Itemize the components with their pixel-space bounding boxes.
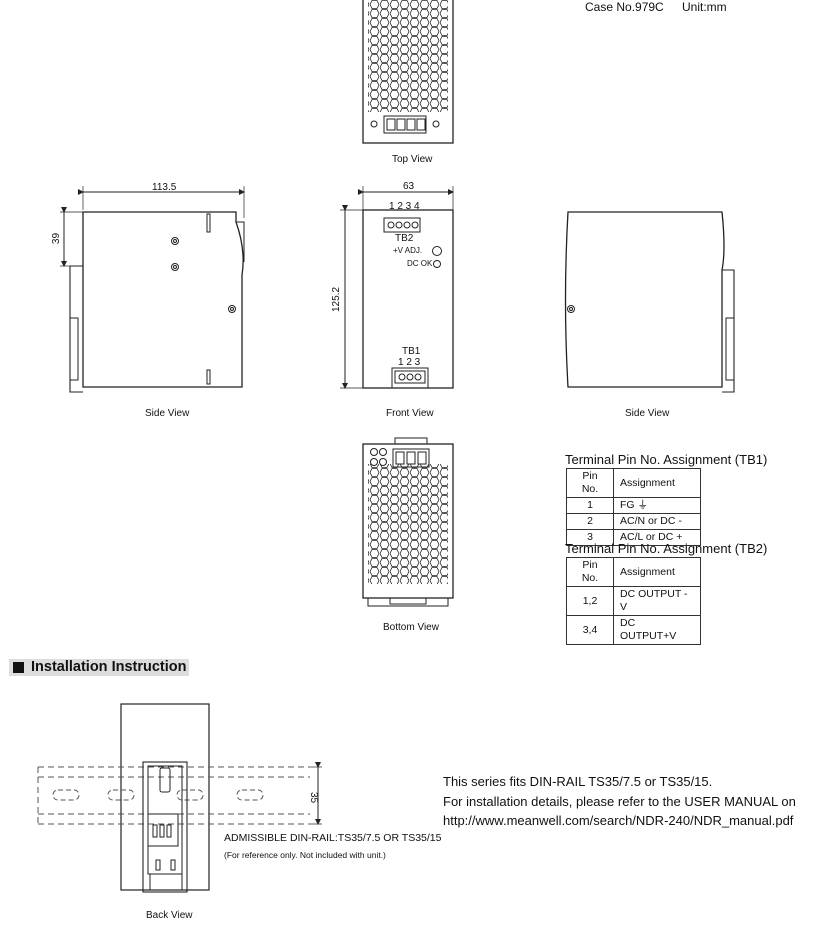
assignment-cell: DC OUTPUT+V <box>613 615 701 645</box>
dimension-height: 125.2 <box>331 286 343 313</box>
pin-cell: 1,2 <box>566 586 614 616</box>
table-row: 1,2 DC OUTPUT -V <box>566 586 701 616</box>
description-line: For installation details, please refer t… <box>443 793 796 809</box>
square-bullet-icon <box>13 662 24 673</box>
assignment-cell: AC/L or DC + <box>613 529 701 546</box>
table-row: 3,4 DC OUTPUT+V <box>566 615 701 645</box>
tb1-label: TB1 <box>402 346 421 357</box>
dc-ok-label: DC OK <box>407 259 433 268</box>
tb1-pin-numbers: 1 2 3 <box>398 357 421 368</box>
table-header-row: Pin No. Assignment <box>566 557 701 587</box>
tb2-table-title: Terminal Pin No. Assignment (TB2) <box>565 541 768 556</box>
side-view-right-caption: Side View <box>625 408 670 419</box>
table-row: 3 AC/L or DC + <box>566 529 701 546</box>
pin-cell: 3,4 <box>566 615 614 645</box>
tb2-pin-numbers: 1 2 3 4 <box>389 201 420 212</box>
bottom-view <box>362 437 454 607</box>
rail-subnote: (For reference only. Not included with u… <box>224 850 386 860</box>
mechanical-drawing <box>60 0 735 607</box>
assignment-cell: AC/N or DC - <box>613 513 701 530</box>
table-header-row: Pin No. Assignment <box>566 468 701 498</box>
dimension-width: 63 <box>403 181 415 192</box>
pin-cell: 1 <box>566 497 614 514</box>
side-view-right <box>564 211 735 393</box>
dimension-depth: 113.5 <box>152 182 177 193</box>
table-row: 2 AC/N or DC - <box>566 513 701 530</box>
installation-section-bar: Installation Instruction <box>9 659 189 676</box>
installation-description: This series fits DIN-RAIL TS35/7.5 or TS… <box>443 772 796 831</box>
assignment-cell: DC OUTPUT -V <box>613 586 701 616</box>
tb1-table-title: Terminal Pin No. Assignment (TB1) <box>565 452 768 467</box>
back-view-caption: Back View <box>146 910 193 921</box>
pin-cell: 3 <box>566 529 614 546</box>
dimension-rail-offset: 39 <box>51 232 63 245</box>
header-assignment: Assignment <box>613 468 701 498</box>
assignment-cell: FG ⏚ <box>613 497 701 514</box>
description-url: http://www.meanwell.com/search/NDR-240/N… <box>443 813 794 828</box>
unit-label: Unit:mm <box>682 0 727 14</box>
table-row: 1 FG ⏚ <box>566 497 701 514</box>
bottom-view-caption: Bottom View <box>383 622 439 633</box>
side-view-left-caption: Side View <box>145 408 190 419</box>
header-pin-no: Pin No. <box>566 468 614 498</box>
header-assignment: Assignment <box>613 557 701 587</box>
back-view-drawing <box>37 703 322 893</box>
side-view-left <box>60 186 245 393</box>
tb2-label: TB2 <box>395 233 414 244</box>
installation-title: Installation Instruction <box>31 659 187 675</box>
description-line: This series fits DIN-RAIL TS35/7.5 or TS… <box>443 774 713 789</box>
tb2-table: Pin No. Assignment 1,2 DC OUTPUT -V 3,4 … <box>566 557 701 645</box>
header-pin-no: Pin No. <box>566 557 614 587</box>
front-view <box>340 186 454 389</box>
dimension-rail-height: 35 <box>308 791 320 804</box>
front-view-caption: Front View <box>386 408 434 419</box>
v-adj-label: +V ADJ. <box>393 246 423 255</box>
rail-note: ADMISSIBLE DIN-RAIL:TS35/7.5 OR TS35/15 <box>224 832 442 844</box>
pin-cell: 2 <box>566 513 614 530</box>
top-view-caption: Top View <box>392 154 433 165</box>
top-view <box>362 0 454 144</box>
tb1-table: Pin No. Assignment 1 FG ⏚ 2 AC/N or DC -… <box>566 468 701 546</box>
case-number: Case No.979C <box>585 0 664 14</box>
